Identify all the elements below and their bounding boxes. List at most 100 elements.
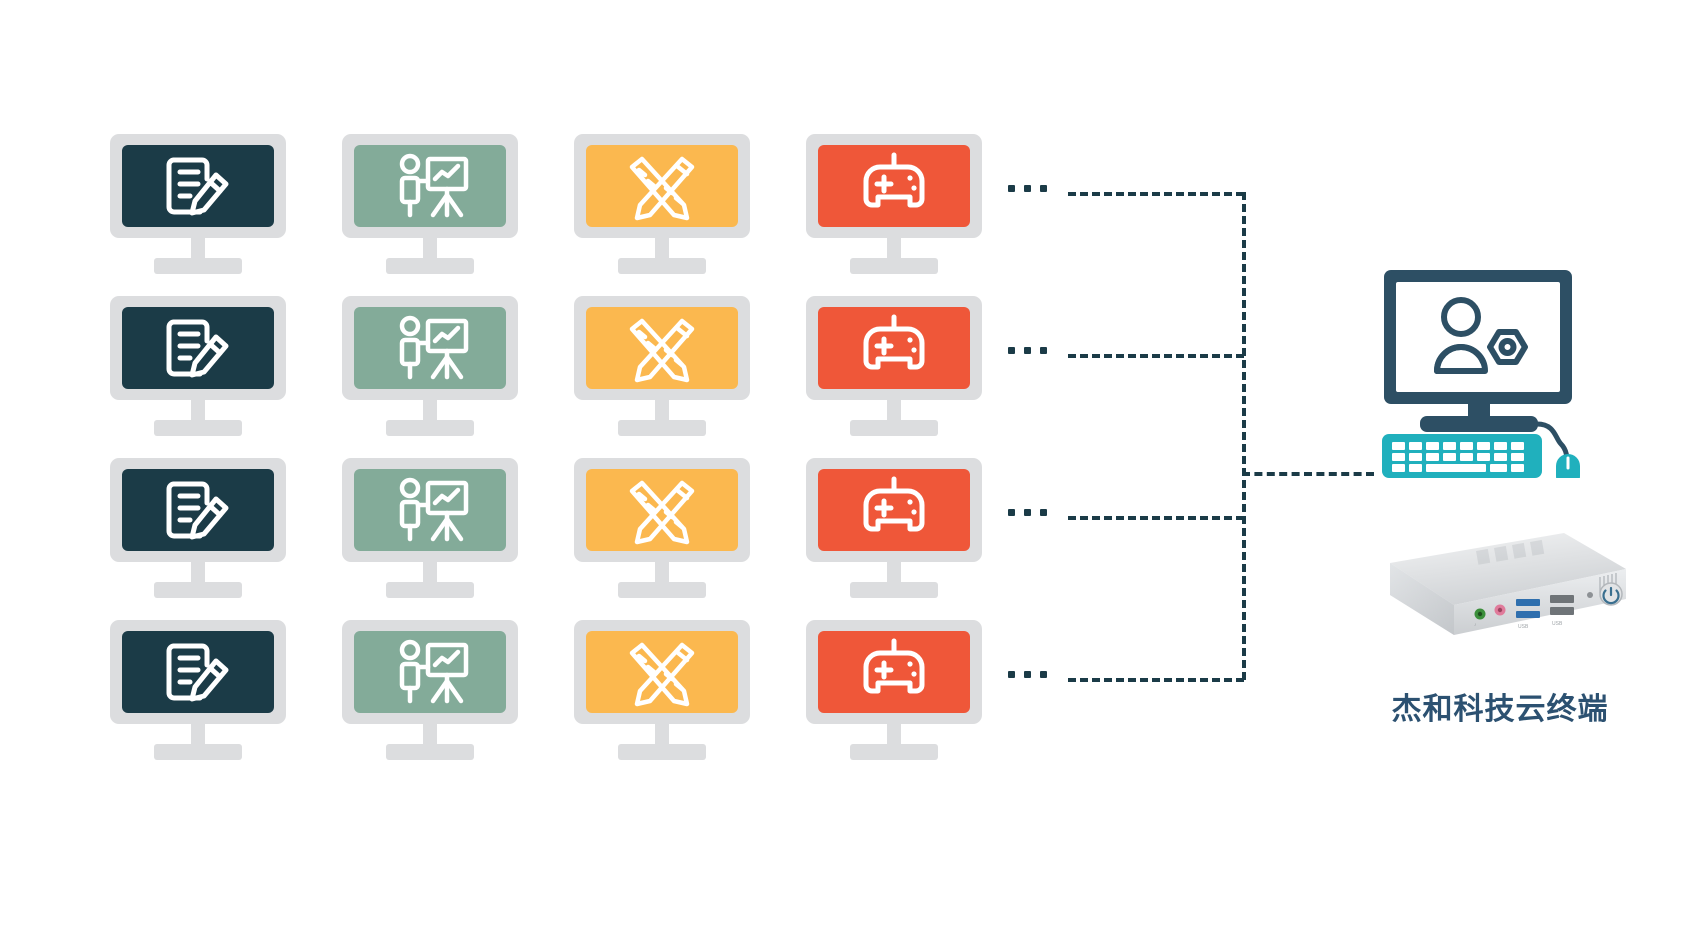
monitor-neck (887, 400, 901, 423)
monitor-foot (618, 258, 706, 274)
monitor-foot (386, 258, 474, 274)
ellipsis-dot (1024, 185, 1031, 192)
monitor-screen (354, 631, 506, 713)
gamepad-icon (863, 638, 925, 694)
pencil-ruler-icon (629, 480, 695, 545)
client-monitor-present-r1[interactable] (342, 134, 518, 274)
ellipsis-dot (1024, 347, 1031, 354)
presentation-easel-icon (399, 315, 469, 380)
client-monitor-design-r1[interactable] (574, 134, 750, 274)
monitor-neck (423, 724, 437, 747)
monitor-foot (154, 582, 242, 598)
mini-pc-device[interactable]: ♪ USB USB (1368, 525, 1630, 665)
ellipsis-dot (1008, 509, 1015, 516)
ellipsis-dot (1040, 509, 1047, 516)
row-ellipsis-1 (1008, 185, 1047, 192)
row-ellipsis-3 (1008, 509, 1047, 516)
client-monitor-game-r1[interactable] (806, 134, 982, 274)
ellipsis-dot (1040, 671, 1047, 678)
monitor-neck (655, 400, 669, 423)
monitor-neck (191, 724, 205, 747)
monitor-screen (818, 307, 970, 389)
ellipsis-dot (1008, 347, 1015, 354)
client-monitor-game-r3[interactable] (806, 458, 982, 598)
ellipsis-dot (1024, 509, 1031, 516)
monitor-neck (191, 400, 205, 423)
power-jack (1587, 592, 1593, 598)
user-settings-monitor-icon (1382, 270, 1580, 488)
usb3-port-1 (1516, 599, 1540, 606)
monitor-screen (586, 469, 738, 551)
gamepad-icon (863, 314, 925, 370)
monitor-foot (618, 420, 706, 436)
presentation-easel-icon (399, 639, 469, 704)
monitor-screen (818, 631, 970, 713)
monitor-neck (887, 238, 901, 261)
client-monitor-design-r4[interactable] (574, 620, 750, 760)
usb2-port-2 (1550, 607, 1574, 615)
monitor-screen (586, 307, 738, 389)
monitor-screen (586, 145, 738, 227)
monitor-screen (818, 469, 970, 551)
monitor-screen (818, 145, 970, 227)
monitor-foot (154, 744, 242, 760)
client-monitor-docs-r3[interactable] (110, 458, 286, 598)
pencil-ruler-icon (629, 318, 695, 383)
ellipsis-dot (1008, 185, 1015, 192)
client-monitor-docs-r4[interactable] (110, 620, 286, 760)
presentation-easel-icon (399, 477, 469, 542)
monitor-neck (423, 400, 437, 423)
monitor-neck (887, 724, 901, 747)
row-ellipsis-2 (1008, 347, 1047, 354)
ellipsis-dot (1008, 671, 1015, 678)
pencil-ruler-icon (629, 642, 695, 707)
monitor-foot (386, 744, 474, 760)
monitor-neck (655, 724, 669, 747)
client-monitor-present-r3[interactable] (342, 458, 518, 598)
monitor-foot (154, 258, 242, 274)
client-monitor-docs-r2[interactable] (110, 296, 286, 436)
svg-text:♪: ♪ (1474, 622, 1477, 628)
row-ellipsis-4 (1008, 671, 1047, 678)
monitor-neck (423, 562, 437, 585)
monitor-foot (154, 420, 242, 436)
svg-text:USB: USB (1518, 624, 1529, 630)
gamepad-icon (863, 476, 925, 532)
connector-branch-row4 (1068, 678, 1244, 682)
monitor-neck (655, 238, 669, 261)
terminal-caption: 杰和科技云终端 (1391, 692, 1609, 727)
connector-branch-row1 (1068, 192, 1244, 196)
client-monitor-docs-r1[interactable] (110, 134, 286, 274)
monitor-foot (850, 744, 938, 760)
presentation-easel-icon (399, 153, 469, 218)
pencil-ruler-icon (629, 156, 695, 221)
monitor-screen (354, 307, 506, 389)
document-edit-icon (166, 157, 229, 216)
monitor-foot (850, 582, 938, 598)
monitor-foot (850, 258, 938, 274)
monitor-screen (354, 145, 506, 227)
usb3-port-2 (1516, 611, 1540, 618)
monitor-screen (122, 631, 274, 713)
monitor-foot (386, 420, 474, 436)
monitor-neck (191, 238, 205, 261)
client-monitor-design-r3[interactable] (574, 458, 750, 598)
client-monitor-present-r2[interactable] (342, 296, 518, 436)
usb2-port-1 (1550, 595, 1574, 603)
document-edit-icon (166, 319, 229, 378)
document-edit-icon (166, 481, 229, 540)
cloud-terminal-workstation[interactable] (1380, 268, 1610, 488)
ellipsis-dot (1040, 347, 1047, 354)
ellipsis-dot (1040, 185, 1047, 192)
client-monitor-design-r2[interactable] (574, 296, 750, 436)
monitor-neck (191, 562, 205, 585)
client-monitor-present-r4[interactable] (342, 620, 518, 760)
client-monitor-game-r2[interactable] (806, 296, 982, 436)
monitor-screen (122, 307, 274, 389)
monitor-screen (354, 469, 506, 551)
connector-to-server (1242, 472, 1374, 476)
connector-bus-vertical (1242, 192, 1246, 680)
monitor-foot (618, 582, 706, 598)
client-monitor-game-r4[interactable] (806, 620, 982, 760)
